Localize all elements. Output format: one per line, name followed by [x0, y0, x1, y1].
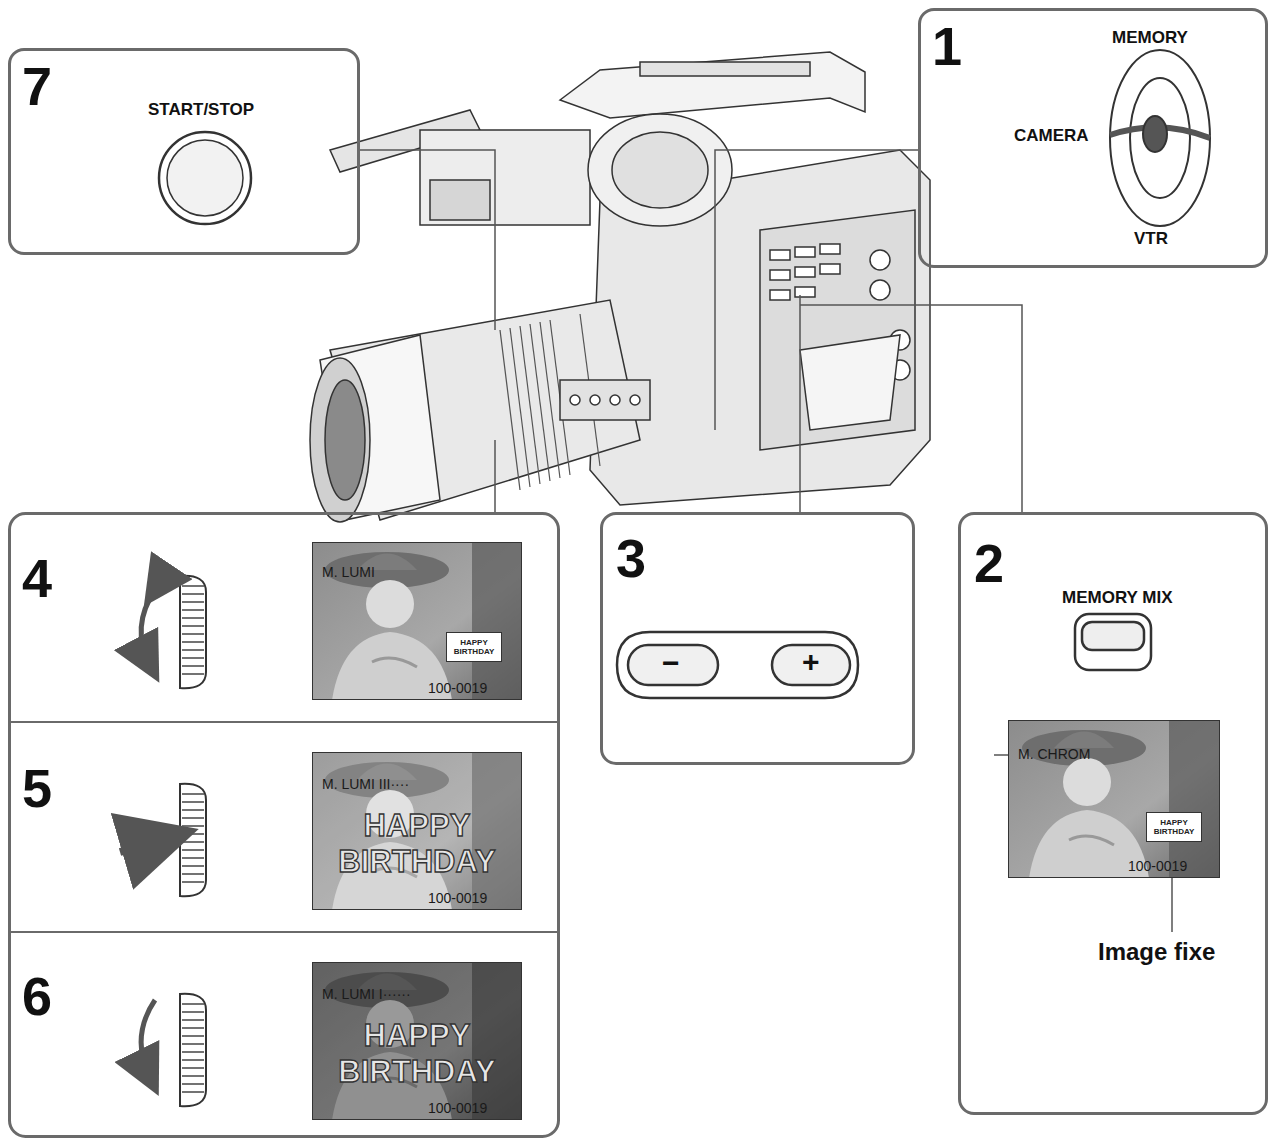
step-panel: 6 M. LUMI I······ HAPPY BIRTHDAY 100-0019 [8, 932, 560, 1138]
adjust-buttons [617, 632, 858, 698]
step-frame [10, 514, 559, 1137]
control-dials [120, 576, 206, 1106]
still-image-text: HAPPY BIRTHDAY [446, 632, 502, 662]
step-number: 4 [22, 550, 52, 606]
step-number: 5 [22, 760, 52, 816]
step-panel: 4 M. LUMI HAPPY BIRTHDAY 100-0019 [8, 512, 560, 722]
step-panel: 5 M. LUMI III···· HAPPY BIRTHDAY 100-0019 [8, 722, 560, 932]
image-number: 100-0019 [1128, 858, 1187, 874]
step-number: 6 [22, 968, 52, 1024]
screen-indicator: M. LUMI [322, 564, 375, 580]
button-label: + [802, 646, 820, 678]
step-panel: 7START/STOP [8, 48, 360, 255]
monitor-screen: M. CHROM HAPPY BIRTHDAY 100-0019 [1008, 720, 1220, 878]
start-stop-button [159, 132, 251, 224]
button-label: MEMORY MIX [1062, 588, 1173, 608]
switch-label: VTR [1134, 229, 1168, 249]
monitor-screen: M. LUMI HAPPY BIRTHDAY 100-0019 [312, 542, 522, 700]
switch-label: CAMERA [1014, 126, 1089, 146]
callout-label: Image fixe [1098, 938, 1215, 966]
monitor-screen: M. LUMI III···· HAPPY BIRTHDAY 100-0019 [312, 752, 522, 910]
monitor-images [312, 542, 1219, 1120]
switch-label: MEMORY [1112, 28, 1188, 48]
power-switch [1110, 50, 1210, 226]
step-panel: 2MEMORY MIX Image fixe M. CHROM HAPPY BIRTH… [958, 512, 1268, 1115]
screen-indicator: M. LUMI I······ [322, 986, 411, 1002]
superimposed-text: HAPPY BIRTHDAY [322, 1018, 512, 1090]
image-number: 100-0019 [428, 680, 487, 696]
step-number: 7 [22, 58, 52, 114]
superimposed-text: HAPPY BIRTHDAY [322, 808, 512, 880]
screen-indicator: M. CHROM [1018, 746, 1090, 762]
screen-indicator: M. LUMI III···· [322, 776, 409, 792]
step-number: 2 [974, 535, 1004, 591]
image-number: 100-0019 [428, 890, 487, 906]
memory-mix-button [1075, 614, 1151, 670]
image-number: 100-0019 [428, 1100, 487, 1116]
step-panel: 3 − + [600, 512, 915, 765]
step-number: 3 [616, 530, 646, 586]
button-label: START/STOP [148, 100, 254, 120]
camcorder-drawing [310, 52, 930, 522]
step-panel: 1 MEMORY CAMERA VTR [918, 8, 1268, 268]
step-number: 1 [932, 18, 962, 74]
still-image-text: HAPPY BIRTHDAY [1146, 812, 1202, 842]
monitor-screen: M. LUMI I······ HAPPY BIRTHDAY 100-0019 [312, 962, 522, 1120]
button-label: − [662, 647, 680, 679]
